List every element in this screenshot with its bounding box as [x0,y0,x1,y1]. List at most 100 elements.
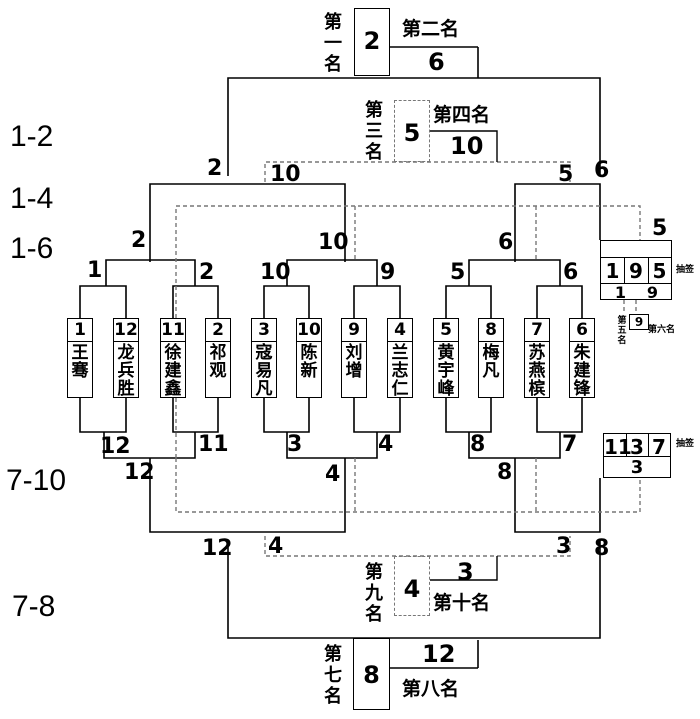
player-name: 王骞 [71,343,89,381]
r2-loser-3: 8 [497,460,513,485]
player-card[interactable]: 6 朱建锋 [569,318,595,398]
player-seed: 9 [342,319,366,342]
place4-label: 第四名 [433,104,491,126]
ninth-bracket-right: 3 [556,534,572,559]
draw-box-top: 1 9 5 1 9 [600,240,672,302]
place2-label: 第二名 [402,18,460,40]
draw-top-cell-2: 9 [629,259,643,283]
player-seed: 5 [434,319,458,342]
player-card[interactable]: 10 陈新 [296,318,322,398]
player-card[interactable]: 5 黄宇峰 [433,318,459,398]
place1-value: 2 [363,27,381,55]
place1-box: 2 [354,8,390,76]
place5-label: 第五名 [617,316,627,346]
place8-value: 12 [422,640,456,668]
player-card[interactable]: 11 徐建鑫 [160,318,186,398]
draw-top-cell-3: 5 [652,259,667,283]
place10-label: 第十名 [433,592,491,614]
r1-winner-5: 5 [450,260,466,285]
player-card[interactable]: 3 寇易凡 [251,318,277,398]
player-seed: 10 [297,320,321,342]
player-name: 陈新 [300,343,318,381]
player-seed: 6 [570,319,594,342]
ninth-bracket-left: 4 [268,534,284,559]
place2-value: 6 [428,48,445,76]
player-name: 梅凡 [482,343,500,381]
r1-winner-3: 10 [260,260,291,285]
draw-bottom-cell-2: 3 [630,435,644,459]
r1-loser-6: 7 [562,432,578,457]
r1-loser-5: 8 [470,432,486,457]
r2-winner-3: 6 [498,230,514,255]
r1-loser-3: 3 [287,432,303,457]
player-seed: 1 [68,319,92,342]
draw-top-sub-1: 1 [614,283,627,302]
right-corner-value: 5 [652,216,668,241]
r2-winner-2: 10 [318,230,349,255]
player-name: 祁观 [209,343,227,381]
place7-box: 8 [353,638,390,710]
player-seed: 12 [114,320,138,342]
r2-loser-1: 12 [124,460,155,485]
round-label-1-2: 1-2 [10,120,54,153]
player-name: 黄宇峰 [437,343,455,399]
round-label-1-4: 1-4 [10,182,54,215]
place10-value: 3 [457,558,474,586]
player-card[interactable]: 4 兰志仁 [387,318,413,398]
round-label-7-10: 7-10 [6,464,67,497]
player-name: 刘增 [345,343,363,381]
r1-loser-4: 4 [378,432,394,457]
player-seed: 3 [252,319,276,342]
draw-top-sub-2: 9 [646,283,659,302]
player-name: 苏燕槟 [528,343,546,399]
r1-winner-2: 2 [199,260,215,285]
lower-final-left: 12 [202,536,233,561]
third-bracket-left: 10 [270,162,301,187]
player-card[interactable]: 8 梅凡 [478,318,504,398]
draw-box-bottom: 11 3 7 3 [603,433,671,478]
place7-label: 第七名 [324,644,342,707]
player-seed: 7 [525,319,549,342]
player-seed: 11 [161,320,185,342]
r2-winner-1: 2 [131,228,147,253]
draw-label-bottom: 抽签 [676,439,695,449]
r1-loser-1: 12 [100,434,131,459]
r1-winner-4: 9 [380,260,396,285]
place1-label: 第一名 [324,12,342,75]
place6-label: 第六名 [648,325,676,335]
round-label-7-8: 7-8 [12,590,56,623]
draw-top-cell-1: 1 [605,259,620,283]
place4-value: 10 [450,132,484,160]
draw-bottom-cell-1: 11 [604,435,632,459]
semi-winner-left: 2 [207,156,223,181]
player-seed: 2 [206,319,230,342]
place3-label: 第三名 [365,100,383,163]
draw-bottom-sub: 3 [630,457,644,478]
draw-top-sub2-box: 9 [629,314,649,330]
player-seed: 4 [388,319,412,342]
player-card[interactable]: 1 王骞 [67,318,93,398]
player-name: 龙兵胜 [117,343,135,399]
player-name: 徐建鑫 [164,343,182,399]
lower-final-right: 8 [594,536,610,561]
place3-box: 5 [394,100,430,162]
draw-label-top: 抽签 [676,265,695,275]
place3-value: 5 [403,119,421,147]
round-label-1-6: 1-6 [10,232,54,265]
place9-label: 第九名 [365,562,383,625]
third-bracket-right: 5 [558,162,574,187]
r1-winner-1: 1 [87,258,103,283]
r1-winner-6: 6 [563,260,579,285]
player-name: 兰志仁 [391,343,409,399]
player-name: 朱建锋 [573,343,591,399]
player-card[interactable]: 12 龙兵胜 [113,318,139,398]
player-seed: 8 [479,319,503,342]
player-card[interactable]: 9 刘增 [341,318,367,398]
place9-value: 4 [403,575,421,603]
place7-value: 8 [363,661,380,689]
semi-winner-right: 6 [594,158,610,183]
place9-box: 4 [394,556,430,616]
player-card[interactable]: 7 苏燕槟 [524,318,550,398]
player-card[interactable]: 2 祁观 [205,318,231,398]
